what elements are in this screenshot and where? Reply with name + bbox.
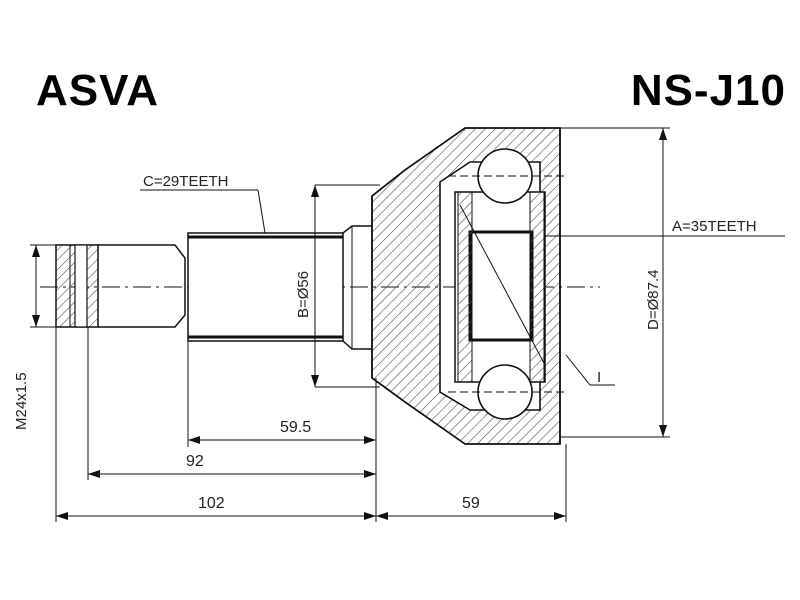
label-bell-diameter: D=Ø87.4 xyxy=(645,270,662,330)
label-dim-59-5: 59.5 xyxy=(280,419,311,436)
thread-stub xyxy=(55,244,186,328)
label-shaft-diameter: B=Ø56 xyxy=(295,271,312,318)
bell-housing xyxy=(371,127,561,445)
label-outer-spline: C=29TEETH xyxy=(143,173,228,190)
brand-name: ASVA xyxy=(36,66,159,115)
label-dim-59: 59 xyxy=(462,495,480,512)
label-marker: I xyxy=(597,369,601,386)
label-dim-92: 92 xyxy=(186,453,204,470)
splined-shaft xyxy=(187,225,372,350)
part-number: NS-J10 xyxy=(630,66,786,115)
inner-race xyxy=(454,191,546,383)
label-thread: M24x1.5 xyxy=(13,372,30,430)
label-inner-spline: A=35TEETH xyxy=(672,218,757,235)
label-dim-102: 102 xyxy=(198,495,225,512)
